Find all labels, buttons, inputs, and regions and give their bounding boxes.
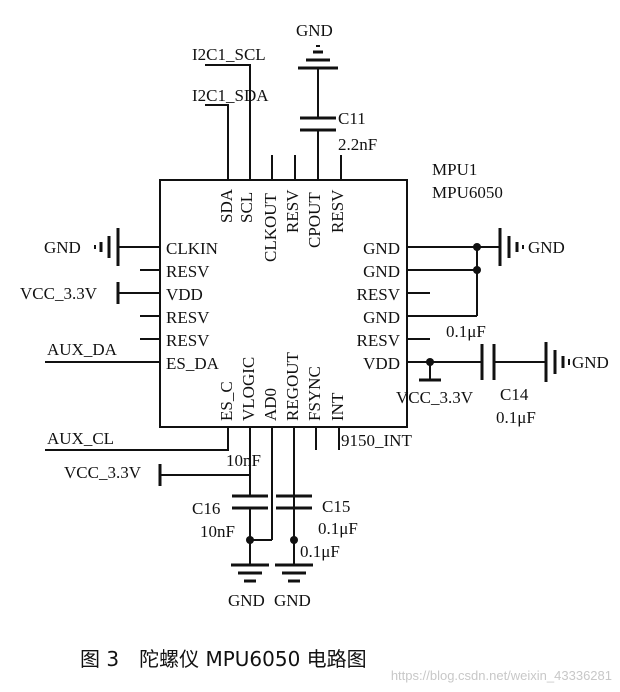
left-pin-clkin: CLKIN: [166, 239, 218, 258]
junction-c15: [290, 536, 298, 544]
vcc-label-bottom: VCC_3.3V: [64, 463, 142, 482]
bottom-pin-regout: REGOUT: [283, 351, 302, 421]
top-pin-clkout: CLKOUT: [261, 192, 280, 262]
net-i2c-scl: I2C1_SCL: [192, 45, 266, 64]
figure-caption: 图 3 陀螺仪 MPU6050 电路图: [80, 647, 367, 671]
capacitor-c14: [480, 344, 546, 380]
right-pin-vdd: VDD: [363, 354, 400, 373]
chip-body: [159, 179, 408, 428]
bottom-pin-int: INT: [328, 392, 347, 421]
left-pin-resv-2: RESV: [166, 308, 210, 327]
gnd-label-right: GND: [528, 238, 565, 257]
svg-text:SDA: SDA: [217, 188, 236, 223]
right-pin-gnd-1: GND: [363, 239, 400, 258]
top-pin-resv-1: RESV: [283, 189, 302, 233]
gnd-label-bottom-2: GND: [274, 591, 311, 610]
vcc-label-right: VCC_3.3V: [396, 388, 474, 407]
c14-ref: C14: [500, 385, 529, 404]
bottom-pin-es-c: ES_C: [217, 381, 236, 421]
right-pin-resv-1: RESV: [357, 285, 401, 304]
gnd-label-top: GND: [296, 21, 333, 40]
capacitor-c11: [300, 68, 336, 132]
net-aux-cl: AUX_CL: [47, 429, 114, 448]
c14-value-top: 0.1μF: [446, 322, 486, 341]
left-pin-vdd: VDD: [166, 285, 203, 304]
gnd-label-right-2: GND: [572, 353, 609, 372]
top-pin-scl: SCL: [237, 192, 256, 223]
gnd-symbol-bottom-1: [231, 563, 269, 583]
wire-sda: [205, 104, 229, 180]
svg-text:CPOUT: CPOUT: [305, 192, 324, 248]
c16-ref: C16: [192, 499, 220, 518]
chip-ref: MPU1: [432, 160, 477, 179]
watermark: https://blog.csdn.net/weixin_43336281: [391, 668, 612, 683]
right-pin-gnd-2: GND: [363, 262, 400, 281]
svg-text:SCL: SCL: [237, 192, 256, 223]
svg-text:CLKOUT: CLKOUT: [261, 192, 280, 262]
gnd-symbol-right-2: [544, 342, 570, 382]
c15-value: 0.1μF: [318, 519, 358, 538]
c11-value: 2.2nF: [338, 135, 377, 154]
left-pin-es-da: ES_DA: [166, 354, 220, 373]
c15-ref: C15: [322, 497, 350, 516]
gnd-symbol-top: [298, 45, 338, 70]
chip-part: MPU6050: [432, 183, 503, 202]
c11-ref: C11: [338, 109, 366, 128]
right-pin-gnd-3: GND: [363, 308, 400, 327]
bottom-pin-fsync: FSYNC: [305, 366, 324, 421]
net-aux-da: AUX_DA: [47, 340, 118, 359]
net-9150-int: 9150_INT: [341, 431, 412, 450]
junction-gnd-2: [473, 266, 481, 274]
top-pin-cpout: CPOUT: [305, 192, 324, 248]
bottom-pin-vlogic: VLOGIC: [239, 357, 258, 421]
junction-c16: [246, 536, 254, 544]
bottom-pin-ad0: AD0: [261, 388, 280, 421]
gnd-symbol-right: [498, 228, 524, 266]
capacitor-c16: [232, 475, 268, 565]
net-i2c-sda: I2C1_SDA: [192, 86, 269, 105]
gnd-label-bottom-1: GND: [228, 591, 265, 610]
wire-scl: [205, 64, 251, 180]
c16-value-top: 10nF: [226, 451, 261, 470]
wire-aux-cl: [45, 427, 229, 451]
junction-gnd-1: [473, 243, 481, 251]
left-pin-resv-3: RESV: [166, 331, 210, 350]
c15-value-extra: 0.1μF: [300, 542, 340, 561]
c16-value: 10nF: [200, 522, 235, 541]
gnd-label-left: GND: [44, 238, 81, 257]
svg-text:RESV: RESV: [328, 189, 347, 233]
c14-value: 0.1μF: [496, 408, 536, 427]
svg-text:RESV: RESV: [283, 189, 302, 233]
left-pin-resv-1: RESV: [166, 262, 210, 281]
top-pin-resv-2: RESV: [328, 189, 347, 233]
gnd-symbol-bottom-2: [275, 563, 313, 583]
top-pin-sda: SDA: [217, 188, 236, 223]
vcc-label-left: VCC_3.3V: [20, 284, 98, 303]
gnd-symbol-left: [94, 228, 120, 266]
right-pin-resv-2: RESV: [357, 331, 401, 350]
